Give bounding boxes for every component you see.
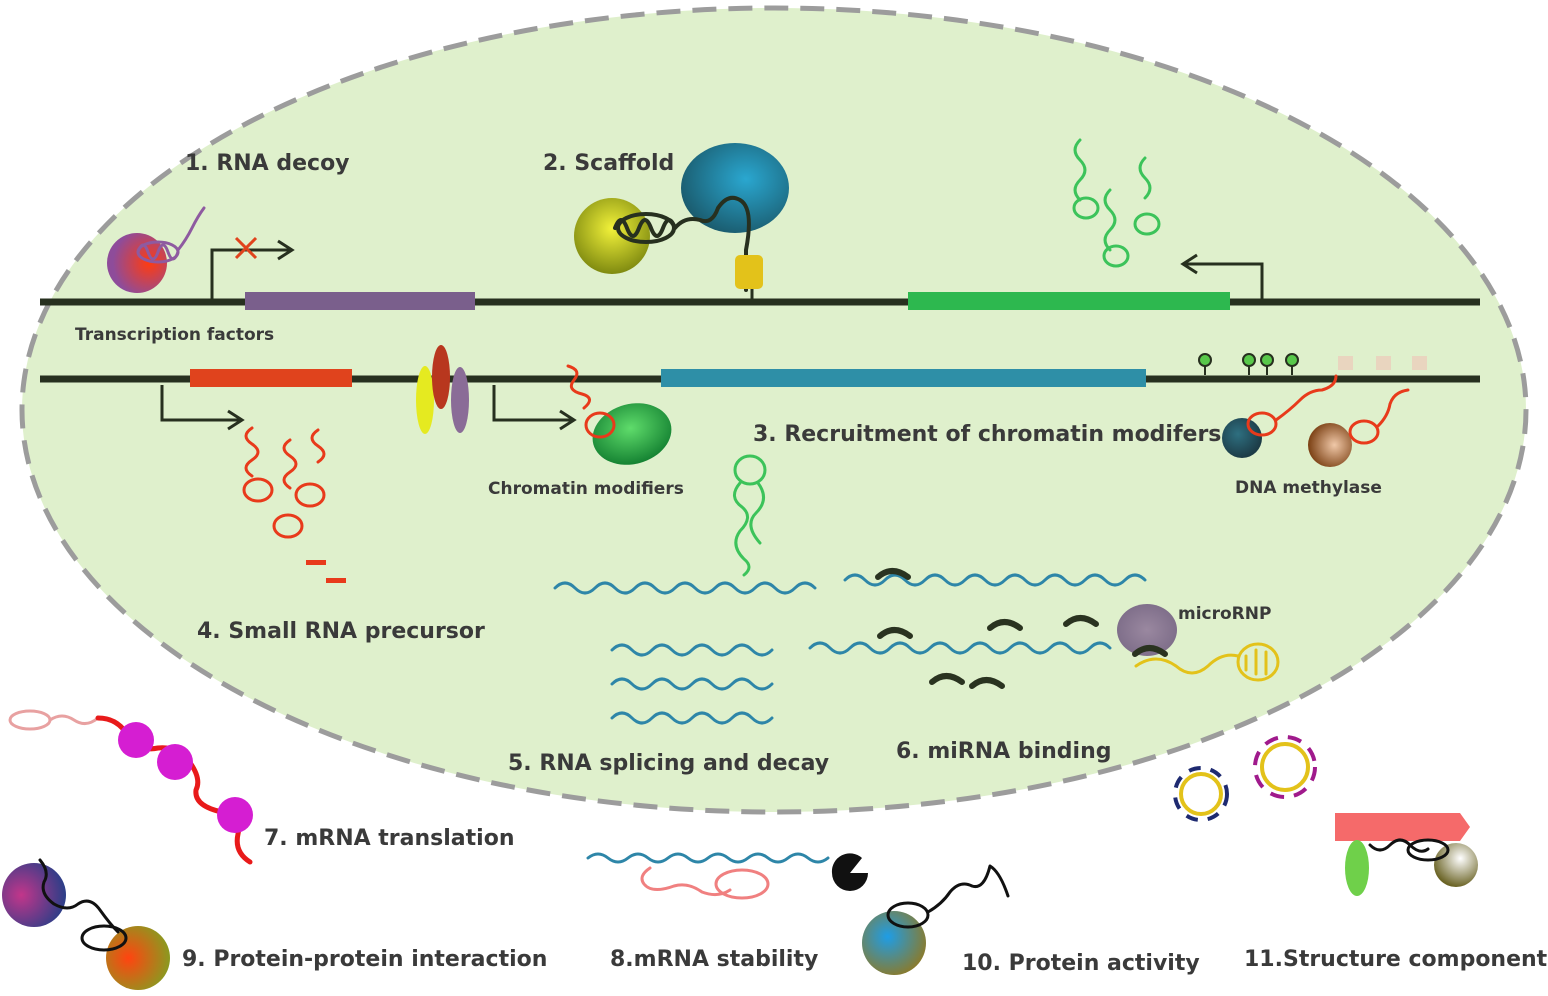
label-chromatin-modifiers: Chromatin modifiers <box>488 479 684 499</box>
unmethylated-sites <box>1338 356 1427 370</box>
label-ppi: 9. Protein-protein interaction <box>182 947 547 972</box>
label-mirna-binding: 6. miRNA binding <box>896 739 1111 764</box>
label-rna-decoy: 1. RNA decoy <box>185 151 350 176</box>
yellow-factor <box>416 366 434 434</box>
chromatin-promoter-arrow <box>492 385 577 431</box>
structure-grey-protein <box>1434 843 1478 887</box>
microrrnp-lncrna <box>1134 642 1280 682</box>
activity-lncrna <box>886 864 1010 929</box>
structure-red-bar <box>1335 813 1470 841</box>
label-scaffold: 2. Scaffold <box>543 151 674 176</box>
ppi-protein-1 <box>2 863 66 927</box>
dark-teal-protein <box>1222 418 1262 458</box>
cross-icon <box>234 236 258 260</box>
dna-methylase-protein <box>1308 423 1352 467</box>
label-protein-activity: 10. Protein activity <box>962 951 1200 976</box>
red-gene <box>190 369 352 387</box>
label-small-rna-precursor: 4. Small RNA precursor <box>197 619 485 644</box>
activity-protein <box>862 911 926 975</box>
small-rna-precursors <box>242 426 326 539</box>
mirna-targets <box>808 573 1147 655</box>
vesicles <box>1173 735 1317 822</box>
purple-factor <box>451 367 469 433</box>
mrna-transcripts <box>553 581 817 725</box>
stability-mrna <box>586 852 830 900</box>
red-factor <box>432 345 450 409</box>
purple-gene <box>245 292 475 310</box>
small-rna-fragment-1 <box>306 560 326 565</box>
ribosomes <box>118 722 253 833</box>
microrrnp-protein <box>1117 604 1177 656</box>
splicing-lncrna <box>733 454 767 577</box>
methylation-marks <box>1198 353 1299 375</box>
exonuclease-icon <box>831 853 868 891</box>
mirna-molecules <box>875 568 1099 689</box>
label-structure: 11.Structure component <box>1244 947 1548 972</box>
scaffold-lncrna <box>613 195 751 292</box>
reverse-promoter-arrow <box>1180 253 1264 300</box>
scaffold-yellow-protein <box>574 198 650 274</box>
transcription-factor-protein <box>107 233 167 293</box>
label-stability: 8.mRNA stability <box>610 947 818 972</box>
label-dna-methylase: DNA methylase <box>1235 478 1382 498</box>
structure-green-protein <box>1345 840 1369 896</box>
label-chromatin-recruitment: 3. Recruitment of chromatin modifers <box>753 422 1221 447</box>
ppi-protein-2 <box>106 926 170 990</box>
structure-lncrna <box>1368 838 1450 862</box>
green-lncrna-cluster <box>1072 138 1161 268</box>
blue-gene <box>661 369 1146 387</box>
scaffold-yellow-anchor <box>735 255 763 289</box>
label-splicing-decay: 5. RNA splicing and decay <box>508 751 829 776</box>
chromatin-lncrna <box>566 364 616 439</box>
label-transcription-factors: Transcription factors <box>75 325 274 345</box>
small-rna-fragment-2 <box>326 578 346 583</box>
methylase-lncrnas <box>1246 374 1410 445</box>
ppi-lncrna <box>38 858 128 952</box>
label-translation: 7. mRNA translation <box>264 826 514 851</box>
label-micrornp: microRNP <box>1178 604 1271 624</box>
blocked-promoter-arrow <box>210 239 295 300</box>
scaffold-teal-protein <box>681 143 789 233</box>
green-gene <box>908 292 1230 310</box>
microrrnp-mirna <box>1132 645 1168 657</box>
cell-boundary <box>19 5 1529 815</box>
small-rna-promoter-arrow <box>160 385 245 431</box>
decoy-lncrna <box>136 206 206 264</box>
